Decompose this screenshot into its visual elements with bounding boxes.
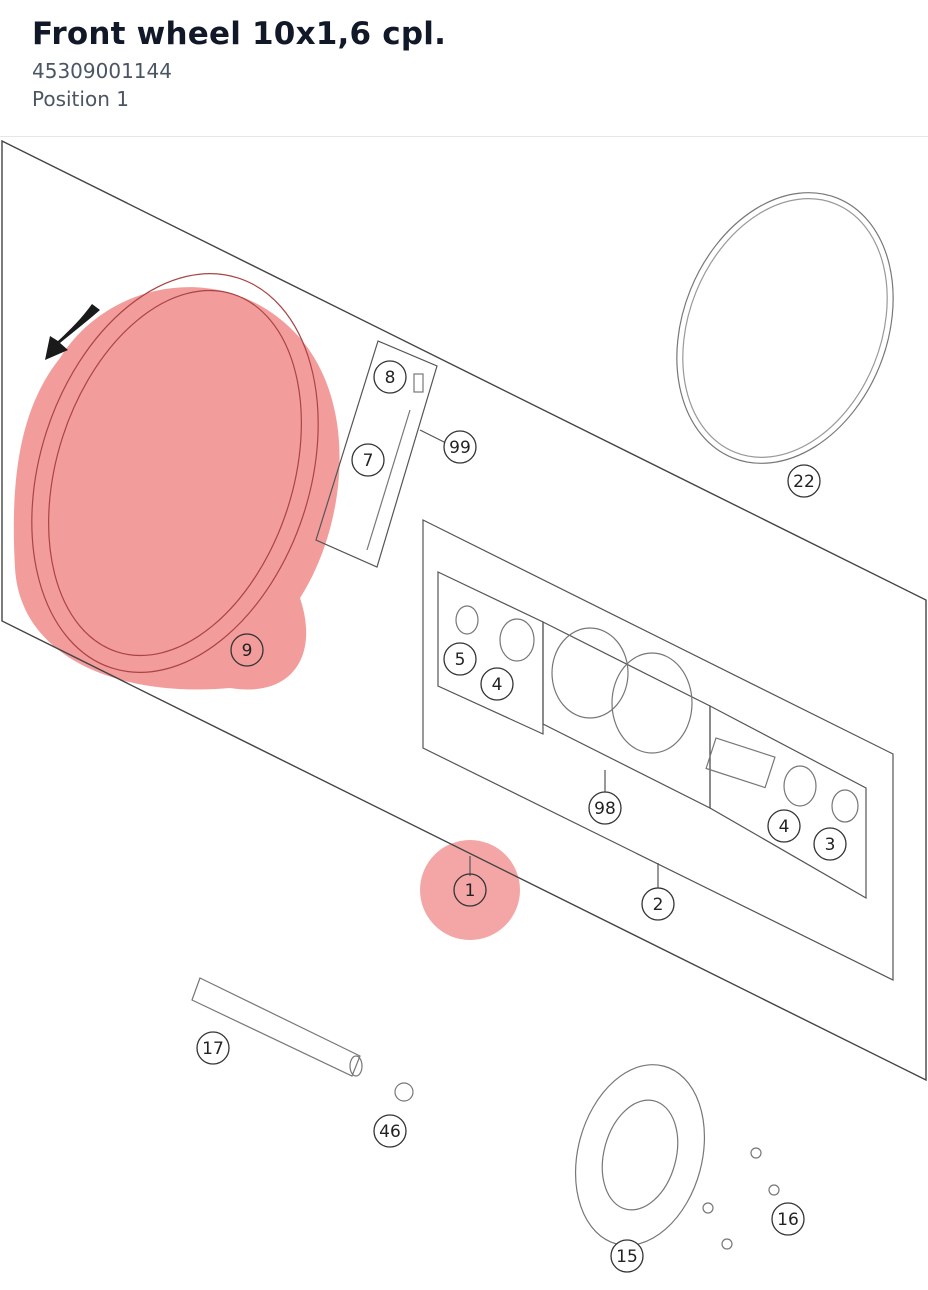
hub-frame	[422, 519, 894, 981]
position-1-highlight	[420, 840, 520, 940]
callout-17-label: 17	[202, 1039, 224, 1059]
direction-arrow	[45, 304, 100, 360]
part-header: Front wheel 10x1,6 cpl. 45309001144 Posi…	[0, 0, 928, 137]
callout-3-label: 3	[825, 835, 836, 855]
part-title: Front wheel 10x1,6 cpl.	[32, 16, 447, 52]
callout-46[interactable]: 46	[373, 1114, 407, 1148]
callout-4-left-label: 4	[492, 675, 503, 695]
callout-5[interactable]: 5	[443, 642, 477, 676]
rim-highlight	[13, 287, 340, 690]
callout-5-label: 5	[455, 650, 466, 670]
callout-98-label: 98	[594, 799, 616, 819]
callout-4-right[interactable]: 4	[767, 809, 801, 843]
callout-2[interactable]: 2	[641, 887, 675, 921]
diagram-lines	[1, 139, 927, 1250]
part-position: Position 1	[32, 87, 129, 111]
callout-15[interactable]: 15	[610, 1239, 644, 1273]
part-number: 45309001144	[32, 59, 172, 83]
callout-7-label: 7	[363, 451, 374, 471]
callout-1-label: 1	[465, 881, 476, 901]
callout-2-label: 2	[653, 895, 664, 915]
callout-8[interactable]: 8	[373, 360, 407, 394]
bearing-right-frame	[709, 705, 867, 900]
callout-9-label: 9	[242, 641, 253, 661]
callout-98[interactable]: 98	[588, 791, 622, 825]
callout-22[interactable]: 22	[787, 464, 821, 498]
callout-8-label: 8	[385, 368, 396, 388]
callout-9[interactable]: 9	[230, 633, 264, 667]
callout-3[interactable]: 3	[813, 827, 847, 861]
callout-16[interactable]: 16	[771, 1202, 805, 1236]
callout-4-left[interactable]: 4	[480, 667, 514, 701]
exploded-diagram[interactable]: 8 99 7 22 9 5 4 98 4 3 1 2 17 46 16 15	[0, 138, 928, 1290]
callout-17[interactable]: 17	[196, 1031, 230, 1065]
callout-4-right-label: 4	[779, 817, 790, 837]
callout-1[interactable]: 1	[453, 873, 487, 907]
callout-99[interactable]: 99	[443, 430, 477, 464]
callout-46-label: 46	[379, 1122, 401, 1142]
callout-99-label: 99	[449, 438, 471, 458]
callout-15-label: 15	[616, 1247, 638, 1267]
main-frame	[1, 139, 927, 1082]
callout-7[interactable]: 7	[351, 443, 385, 477]
callout-16-label: 16	[777, 1210, 799, 1230]
diagram-canvas: 8 99 7 22 9 5 4 98 4 3 1 2 17 46 16 15	[1, 139, 927, 1273]
callout-22-label: 22	[793, 472, 815, 492]
bearing-left-frame	[437, 571, 544, 735]
spoke-frame	[315, 340, 438, 568]
